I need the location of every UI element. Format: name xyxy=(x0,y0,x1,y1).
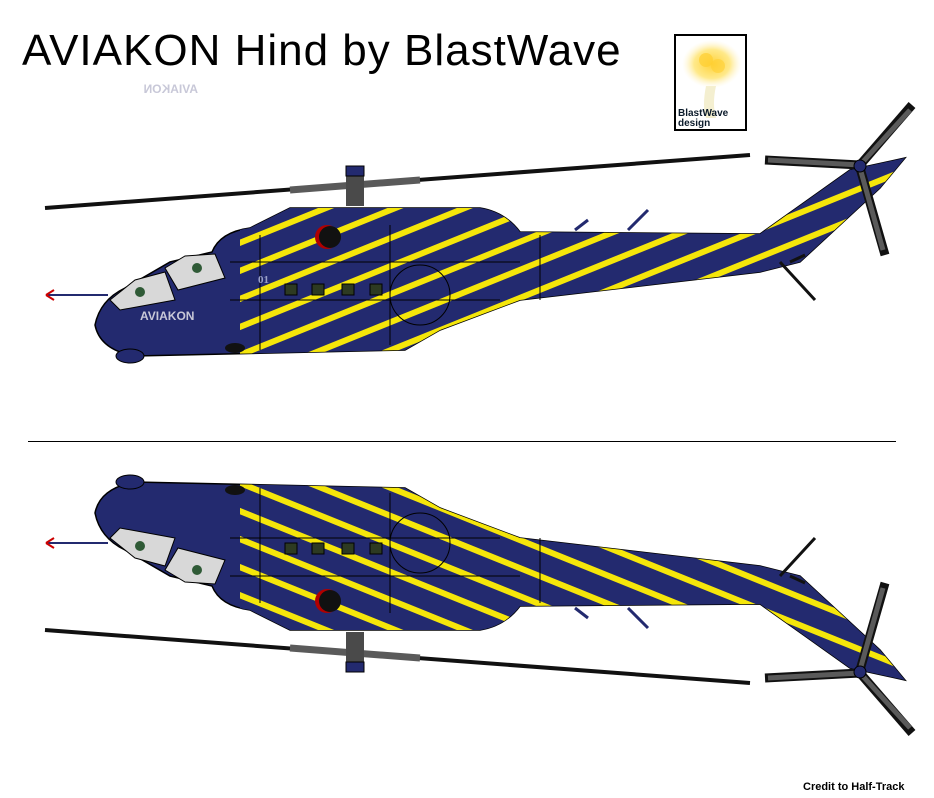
helicopter-bottom-view: AVIAKON xyxy=(45,82,912,733)
explosion-icon xyxy=(682,40,742,118)
logo-line-2: design xyxy=(678,118,711,129)
logo-line-1: BlastWave xyxy=(678,108,729,119)
logo-text: BlastWave design xyxy=(678,109,728,129)
fuselage-text: AVIAKON xyxy=(140,309,194,323)
divider-line xyxy=(28,441,896,442)
page-title: AVIAKON Hind by BlastWave xyxy=(22,26,622,75)
credit-text: Credit to Half-Track xyxy=(803,781,905,793)
blastwave-logo: BlastWave design xyxy=(674,34,747,131)
fuselage-text-mirrored: AVIAKON xyxy=(144,82,198,96)
aircraft-number: 01 xyxy=(258,274,269,286)
helicopter-top-view: AVIAKON 01 xyxy=(45,105,912,363)
